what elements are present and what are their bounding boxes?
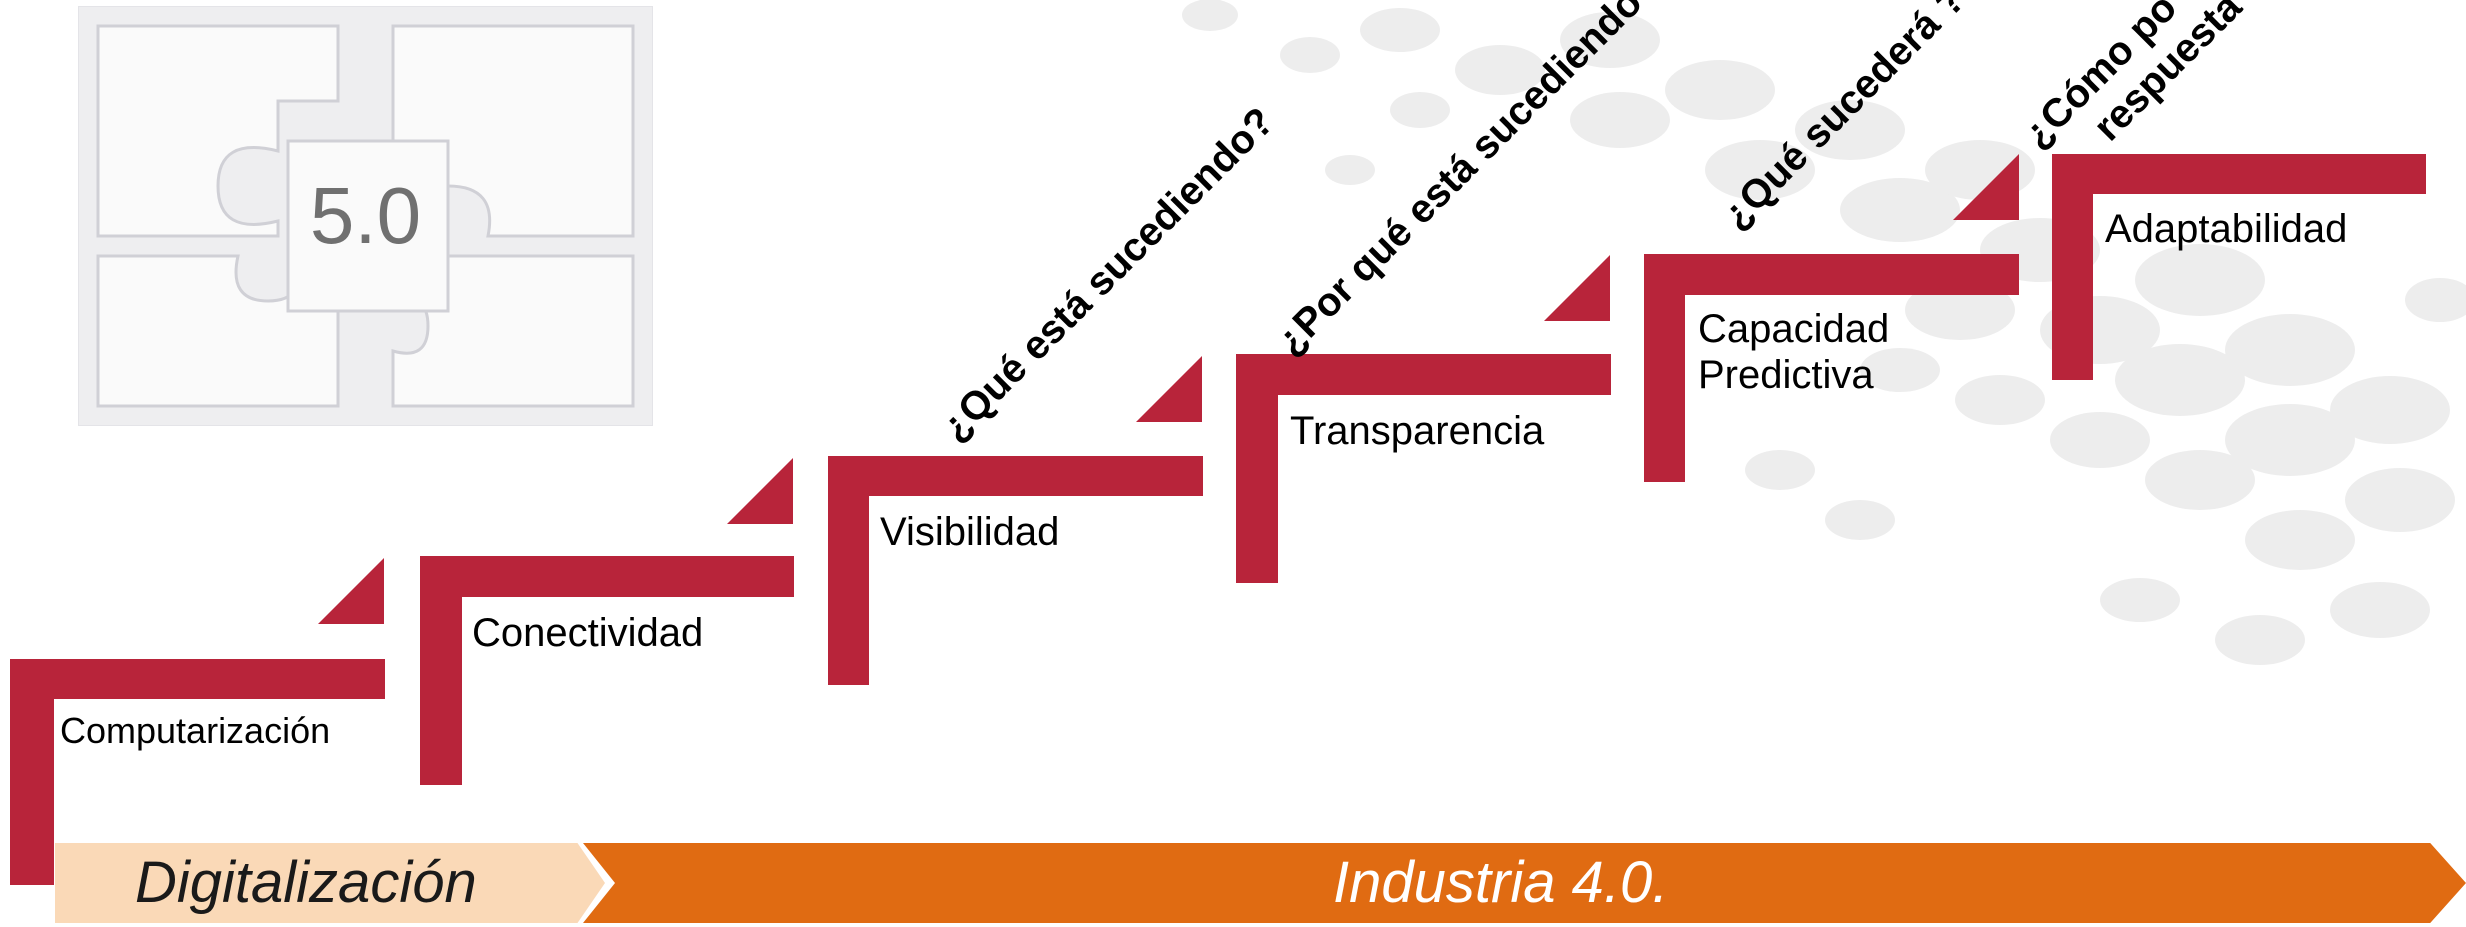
step-6-horizontal-bar [2052,154,2426,194]
step-4-horizontal-bar [1236,354,1611,395]
digitalization-label: Digitalización [135,850,477,915]
step-5-horizontal-bar [1644,254,2019,295]
step-5-label: Capacidad Predictiva [1698,307,1890,397]
step-2-horizontal-bar [420,556,794,597]
step-3-label: Visibilidad [880,510,1060,554]
step-1-label: Computarización [60,710,331,751]
step-6-label: Adaptabilidad [2105,207,2348,251]
step-1-horizontal-bar [10,659,385,699]
industry-label: Industria 4.0. [1333,850,1669,915]
digitalization-band: Digitalización [55,843,605,923]
puzzle-version-label: 5.0 [309,171,422,260]
puzzle-pieces-graphic [96,24,635,408]
step-2-label: Conectividad [472,611,704,655]
step-4-label: Transparencia [1290,409,1545,453]
step-3-horizontal-bar [828,456,1203,496]
puzzle-image: 5.0 [78,6,653,426]
industry-band: Industria 4.0. [583,843,2466,923]
